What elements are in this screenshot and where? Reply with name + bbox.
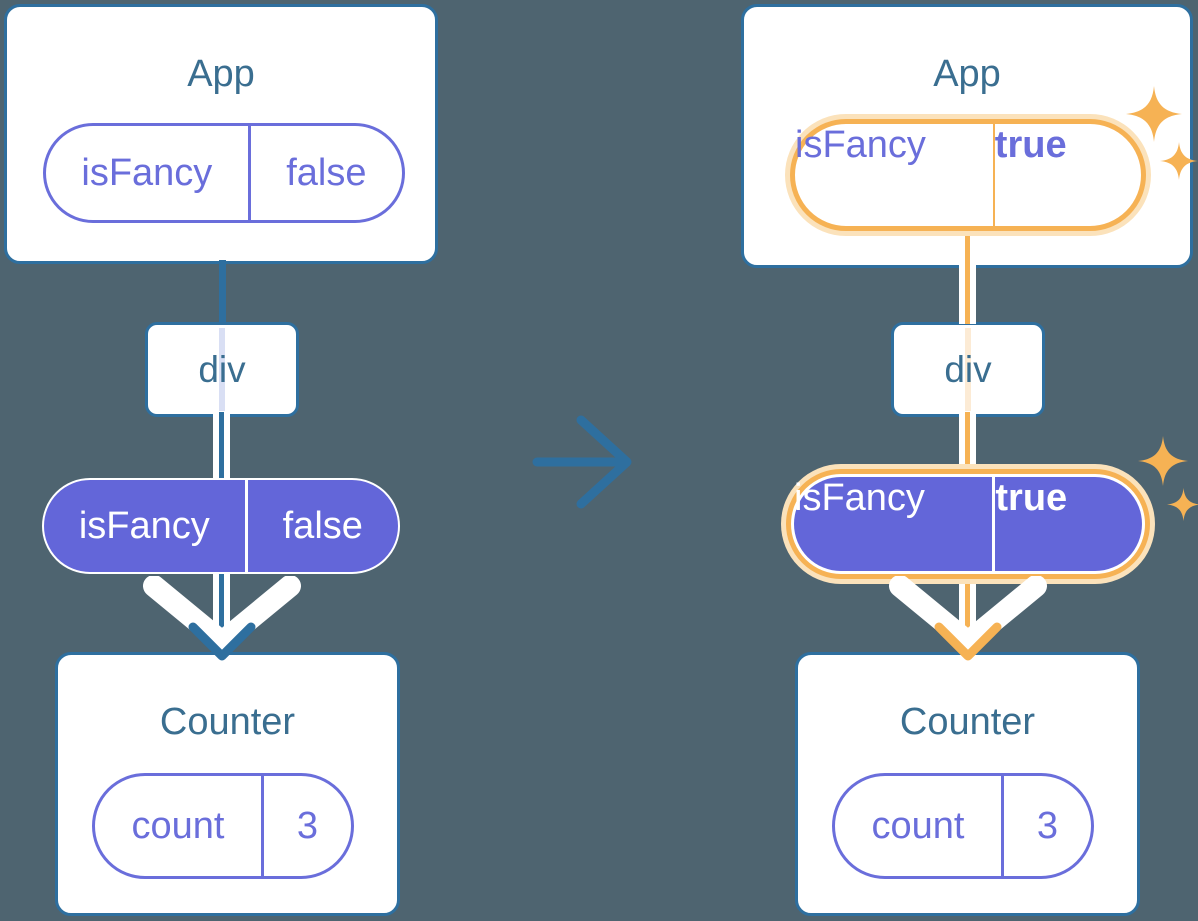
component-title-counter: Counter xyxy=(159,701,296,743)
state-pill-counter-after: count 3 xyxy=(832,773,1094,879)
counter-card-before: Counter count 3 xyxy=(55,652,400,916)
arrowhead-shape xyxy=(934,622,1002,661)
edge-app-to-div-after xyxy=(959,232,976,324)
prop-name: isFancy xyxy=(794,477,996,571)
passed-prop-pill-before: isFancy false xyxy=(42,478,400,574)
prop-value: true xyxy=(995,477,1068,519)
component-title-counter: Counter xyxy=(899,701,1036,743)
component-title-app: App xyxy=(187,53,255,95)
prop-trace-line xyxy=(219,328,225,411)
highlight-ring: isFancy true xyxy=(786,469,1150,579)
prop-trace-line xyxy=(965,328,971,411)
div-node-after: div xyxy=(891,322,1045,417)
chevron-shape xyxy=(889,576,1047,653)
prop-name: isFancy xyxy=(44,480,248,572)
arrowhead-shape xyxy=(188,622,256,661)
prop-value: false xyxy=(282,504,363,547)
prop-pill-app-after-highlighted: isFancy true xyxy=(785,114,1151,236)
down-arrow-icon-after xyxy=(889,576,1047,661)
prop-name: isFancy xyxy=(46,126,251,220)
state-name: count xyxy=(95,776,264,876)
down-arrow-icon-before xyxy=(143,576,301,661)
highlight-ring: isFancy true xyxy=(790,119,1146,231)
passed-prop-pill-after-highlighted: isFancy true xyxy=(781,464,1155,584)
edge-app-to-div-before xyxy=(219,260,226,324)
app-card-before: App isFancy false xyxy=(4,4,438,264)
chevron-shape xyxy=(143,576,301,653)
counter-card-after: Counter count 3 xyxy=(795,652,1140,916)
state-value: 3 xyxy=(1036,804,1059,847)
state-value: 3 xyxy=(296,804,319,847)
sparkle-icon-pill xyxy=(1138,436,1198,522)
transition-arrow-icon xyxy=(532,415,632,509)
div-label: div xyxy=(198,348,246,390)
state-name: count xyxy=(835,776,1004,876)
prop-pill-app-before: isFancy false xyxy=(43,123,405,223)
div-node-before: div xyxy=(145,322,299,417)
prop-name: isFancy xyxy=(795,124,995,226)
pill-core: isFancy true xyxy=(794,477,1142,571)
component-title-app: App xyxy=(933,53,1001,95)
prop-value: false xyxy=(286,151,367,194)
div-label: div xyxy=(944,348,992,390)
prop-value: true xyxy=(994,124,1067,166)
sparkle-icon-top xyxy=(1126,86,1198,180)
state-pill-counter-before: count 3 xyxy=(92,773,354,879)
